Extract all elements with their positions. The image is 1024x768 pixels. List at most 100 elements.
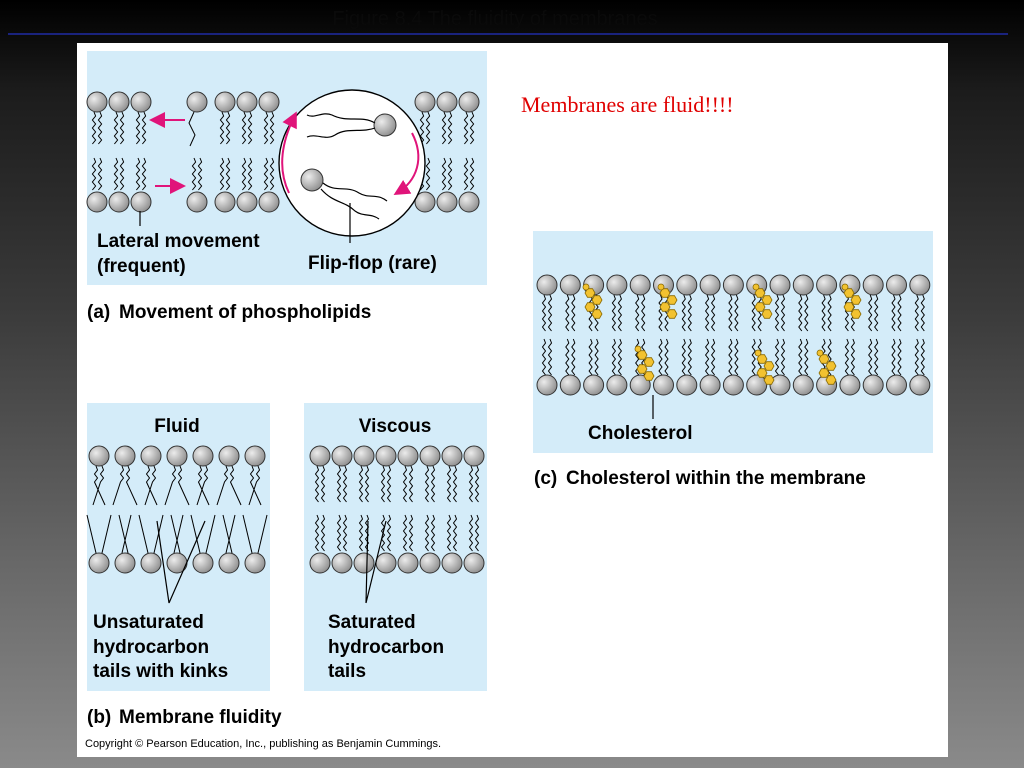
cholesterol-ring (636, 364, 648, 374)
phospholipid-tail (681, 338, 686, 376)
cholesterol-ring (659, 302, 671, 312)
phospholipid-tail (97, 111, 103, 145)
panel-b-membrane-fluidity: Fluid Viscous Unsaturated hydrocarbon ta… (86, 403, 487, 728)
phospholipid-head (792, 274, 814, 296)
phospholipid-tail (463, 157, 469, 191)
phospholipid-head (309, 552, 331, 574)
phospholipid-tail (617, 338, 623, 376)
phospholipid-tail (897, 338, 902, 376)
panel-c-letter: (c) (534, 468, 557, 489)
cholesterol-ring (666, 295, 678, 305)
phospholipid-tail (914, 338, 919, 376)
annotation-text: Membranes are fluid!!!! (521, 92, 734, 117)
viscous-bilayer (309, 445, 485, 574)
phospholipid-tail (97, 157, 103, 191)
phospholipid-head (606, 274, 628, 296)
fluid-pointer (156, 520, 206, 604)
saturated-tail (446, 514, 452, 552)
phospholipid-tail (91, 157, 97, 191)
phospholipid-tail (780, 338, 786, 376)
phospholipid-tail (617, 294, 623, 332)
phospholipid-tail (804, 338, 809, 376)
phospholipid-head (536, 274, 558, 296)
phospholipid-tail (188, 111, 196, 147)
unsaturated-tail (197, 465, 210, 506)
phospholipid-tail (728, 338, 733, 376)
phospholipid-tail (611, 294, 617, 332)
phospholipid-tail (897, 294, 902, 332)
cholesterol-ring (636, 350, 648, 360)
phospholipid-head (397, 445, 419, 467)
phospholipid-tail (588, 294, 593, 332)
fluid-title: Fluid (154, 416, 199, 437)
panel-a-bilayer (86, 91, 480, 213)
phospholipid-head (463, 552, 485, 574)
saturated-tail (408, 514, 414, 552)
fluid-label-line-2: hydrocarbon (93, 637, 209, 658)
phospholipid-tail (641, 294, 646, 332)
phospholipid-tail (247, 111, 253, 145)
unsaturated-tail (257, 514, 268, 554)
cholesterol-bilayer (536, 274, 931, 396)
saturated-tail (474, 514, 480, 552)
phospholipid-tail (269, 111, 275, 145)
phospholipid-tail (547, 338, 553, 376)
phospholipid-tail (798, 338, 803, 376)
phospholipid-head (309, 445, 331, 467)
cholesterol-molecule (657, 283, 678, 319)
unsaturated-tail (170, 514, 181, 554)
saturated-tail (402, 465, 408, 503)
phospholipid-head (88, 445, 110, 467)
cholesterol-oh-group (754, 349, 762, 357)
phospholipid-head (244, 552, 266, 574)
viscous-label-line-2: hydrocarbon (328, 637, 444, 658)
phospholipid-head (862, 274, 884, 296)
phospholipid-tail (704, 338, 710, 376)
saturated-tail (430, 514, 436, 552)
phospholipid-tail (728, 294, 733, 332)
phospholipid-tail (141, 157, 147, 191)
viscous-label-line-1: Saturated (328, 612, 416, 633)
cholesterol-ring (763, 375, 775, 385)
phospholipid-tail (219, 157, 225, 191)
phospholipid-tail (241, 111, 247, 145)
panel-b-letter: (b) (87, 707, 111, 728)
cholesterol-ring (754, 302, 766, 312)
saturated-tail (336, 465, 342, 503)
phospholipid-tail (850, 338, 856, 376)
saturated-tail (342, 514, 348, 552)
phospholipid-tail (798, 294, 803, 332)
flip-flop-label: Flip-flop (rare) (308, 253, 437, 274)
lateral-frequency-label: (frequent) (97, 256, 186, 277)
cholesterol-ring (643, 357, 655, 367)
saturated-tail (468, 514, 474, 552)
phospholipid-tail (247, 157, 253, 191)
phospholipid-head (629, 274, 651, 296)
unsaturated-tail (225, 514, 236, 554)
flip-flop-arrow-right (393, 132, 420, 196)
saturated-tail (402, 514, 408, 552)
phospholipid-head (140, 552, 162, 574)
cholesterol-oh-group (582, 283, 590, 291)
panel-c-background (533, 231, 933, 453)
phospholipid-tail (425, 111, 431, 145)
unsaturated-tail (249, 465, 262, 506)
phospholipid-tail (419, 111, 425, 145)
phospholipid-head (458, 91, 480, 113)
cholesterol-ring (818, 354, 830, 364)
phospholipid-tail (868, 294, 873, 332)
figure-panel: Lateral movement (frequent) Flip-flop (r… (77, 43, 948, 757)
unsaturated-tail (216, 465, 229, 506)
unsaturated-tail (92, 465, 105, 506)
phospholipid-head (397, 552, 419, 574)
cholesterol-ring (850, 309, 862, 319)
cholesterol-ring (850, 295, 862, 305)
phospholipid-tail (658, 338, 663, 376)
phospholipid-tail (611, 338, 617, 376)
phospholipid-tail (191, 157, 197, 191)
cholesterol-ring (756, 354, 768, 364)
phospholipid-tail (263, 111, 269, 145)
phospholipid-tail (757, 294, 762, 332)
copyright-notice: Copyright © Pearson Education, Inc., pub… (85, 738, 441, 750)
phospholipid-head (862, 374, 884, 396)
